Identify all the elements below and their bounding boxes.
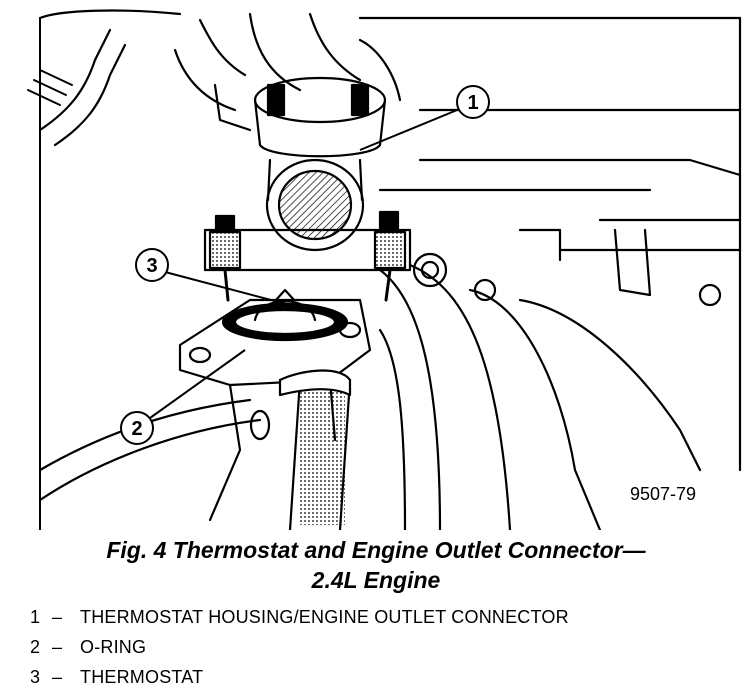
legend-item-2: 2–O-RING [30, 637, 146, 658]
legend-dash: – [52, 637, 63, 657]
engine-illustration: 1 2 3 [27, 9, 742, 530]
legend-text: O-RING [80, 637, 147, 657]
callout-1-circle [456, 85, 490, 119]
legend-text: THERMOSTAT HOUSING/ENGINE OUTLET CONNECT… [80, 607, 569, 627]
callout-3-label: 3 [146, 255, 157, 277]
legend-item-3: 3–THERMOSTAT [30, 667, 203, 688]
legend-item-1: 1–THERMOSTAT HOUSING/ENGINE OUTLET CONNE… [30, 607, 569, 628]
legend-number: 2 [30, 637, 41, 657]
legend-text: THERMOSTAT [80, 667, 204, 687]
figure-caption-line2: 2.4L Engine [311, 567, 441, 593]
callout-2-circle [120, 411, 154, 445]
figure-code: 9507-79 [630, 484, 697, 504]
figure-caption-line1: Fig. 4 Thermostat and Engine Outlet Conn… [106, 537, 646, 563]
legend-number: 1 [30, 607, 41, 627]
callout-2-label: 2 [131, 418, 142, 440]
legend-number: 3 [30, 667, 41, 687]
legend-dash: – [52, 607, 63, 627]
callout-3-circle [135, 248, 169, 282]
callout-1-label: 1 [467, 92, 478, 114]
legend-dash: – [52, 667, 63, 687]
